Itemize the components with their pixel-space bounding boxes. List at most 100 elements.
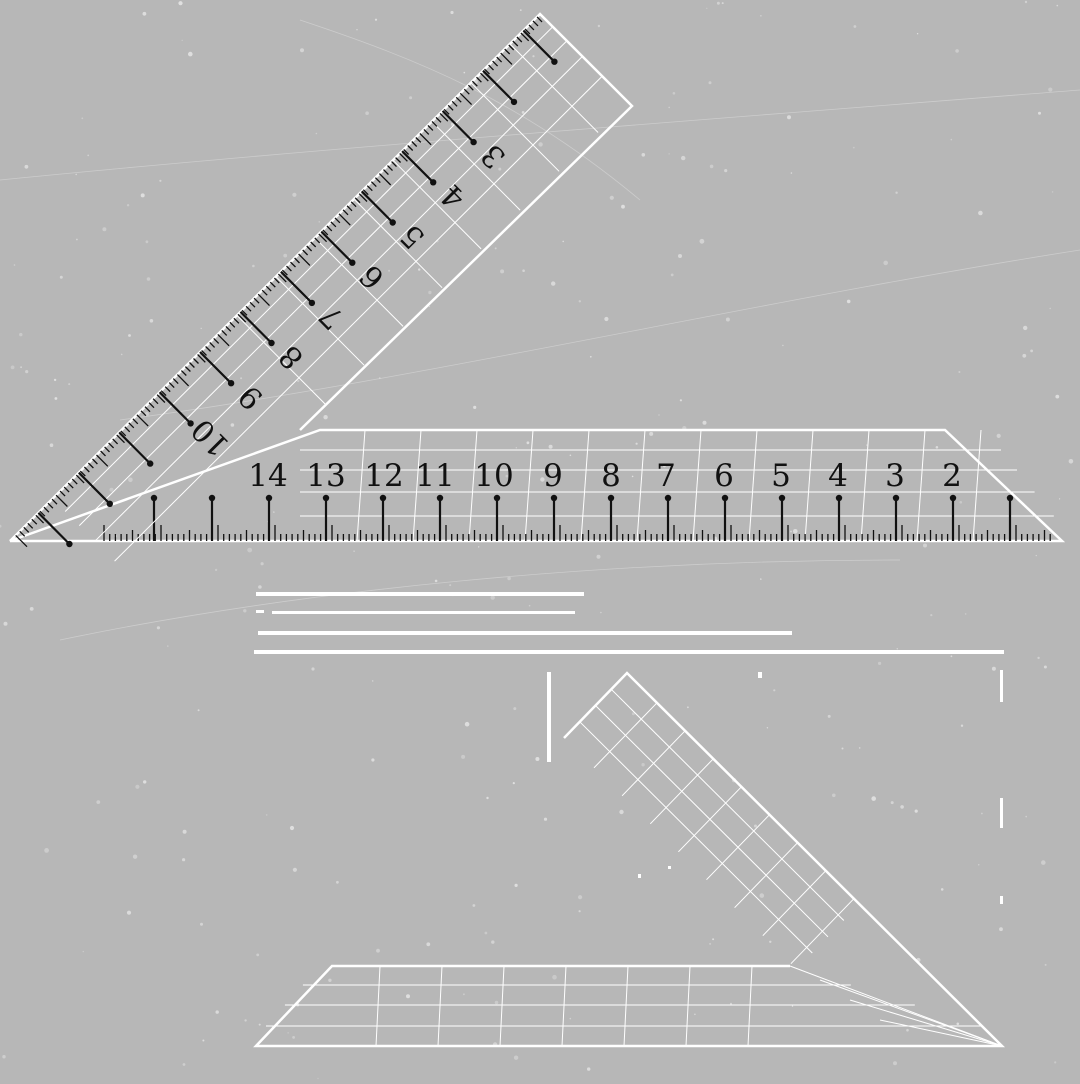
dust-speck [498, 167, 502, 171]
horizontal-ruler-labels: 14 13 12 11 10 9 8 7 6 5 4 3 2 [248, 458, 962, 494]
d-minor-tick [516, 36, 523, 43]
dust-speck [532, 55, 535, 58]
dust-speck [709, 164, 714, 169]
d-minor-tick [221, 329, 228, 336]
d-minor-tick [120, 430, 127, 437]
d-minor-tick [87, 462, 94, 469]
dust-speck [3, 621, 8, 626]
uv-strips [254, 592, 1004, 904]
dust-speck [260, 562, 264, 566]
uv-strip [258, 631, 792, 635]
dust-speck [883, 260, 888, 266]
d-minor-tick [209, 341, 216, 348]
h-label: 10 [474, 458, 513, 494]
dust-speck [240, 377, 243, 380]
h-label: 5 [771, 458, 791, 494]
dust-speck [832, 793, 836, 798]
d-tick-dot [308, 299, 316, 307]
dust-speck [950, 655, 953, 658]
d-minor-tick [528, 24, 535, 31]
h-label: 6 [714, 458, 734, 494]
d-major-tick [199, 351, 232, 384]
d-minor-tick [156, 394, 166, 403]
dust-speck [1022, 353, 1027, 358]
d-minor-tick [322, 229, 329, 236]
d-minor-tick [241, 309, 248, 316]
l-grid-line [762, 870, 827, 937]
d-minor-tick [302, 249, 309, 256]
dust-speck [53, 378, 57, 382]
h-tick-dot [721, 494, 729, 502]
dust-speck [371, 758, 375, 762]
dust-speck [730, 1002, 732, 1005]
d-major-tick [78, 471, 111, 505]
dust-speck [145, 240, 149, 244]
d-major-tick [320, 230, 354, 264]
d-minor-tick [116, 434, 125, 444]
dust-speck [1048, 87, 1053, 92]
d-grid-line [314, 237, 404, 327]
dust-speck [519, 9, 522, 12]
dust-speck [600, 611, 602, 614]
dust-speck [507, 576, 511, 581]
dust-speck [49, 443, 54, 448]
dust-speck [292, 192, 297, 197]
d-minor-tick [253, 297, 260, 304]
dust-speck [866, 444, 868, 446]
h-label: 8 [601, 458, 621, 494]
d-minor-tick [488, 64, 494, 71]
dust-speck [182, 829, 187, 834]
dust-speck [841, 747, 844, 750]
dust-speck [619, 809, 624, 815]
d-label: 10 [185, 411, 237, 463]
dust-speck [371, 680, 374, 682]
h-tick-dot [493, 494, 501, 502]
horizontal-ruler: 14 13 12 11 10 9 8 7 6 5 4 3 2 [9, 428, 1066, 543]
dust-speck [490, 595, 495, 600]
d-minor-tick [71, 478, 78, 485]
dust-speck [999, 927, 1003, 932]
dust-speck [1022, 325, 1028, 331]
dust-speck [552, 974, 557, 980]
dust-speck [540, 477, 545, 482]
h-grid-line [468, 429, 478, 542]
dust-speck [641, 763, 645, 767]
d-minor-tick [75, 474, 85, 484]
dust-speck [956, 1022, 960, 1026]
dust-speck [1055, 394, 1060, 399]
h-tick-dot [379, 494, 387, 502]
dust-speck [356, 29, 358, 31]
h-label: 13 [306, 458, 345, 494]
d-label: 9 [232, 378, 270, 416]
diagonal-ruler-outline [9, 12, 634, 542]
dust-speck [336, 880, 339, 884]
d-minor-tick [387, 165, 393, 172]
d-grid-line [275, 276, 365, 366]
dust-speck [75, 173, 77, 176]
dust-speck [658, 414, 660, 416]
dust-speck [178, 1, 183, 6]
d-minor-tick [326, 225, 333, 232]
d-minor-tick [245, 305, 252, 312]
h-grid-line [580, 429, 590, 542]
dust-speck [526, 441, 530, 445]
d-grid-line [509, 43, 599, 133]
dust-speck [215, 1010, 219, 1014]
dust-speck [958, 371, 961, 373]
dust-speck [535, 757, 540, 761]
d-minor-tick [419, 133, 432, 146]
d-minor-tick [391, 161, 397, 168]
dust-speck [1024, 0, 1028, 4]
dust-speck [409, 96, 413, 100]
dust-speck [687, 706, 689, 709]
dust-speck [668, 106, 670, 109]
d-minor-tick [79, 470, 86, 477]
d-tick-dot [187, 420, 194, 427]
dust-speck [668, 153, 670, 155]
dust-speck [1044, 963, 1047, 966]
l-grid-line [623, 965, 629, 1047]
dust-speck [914, 809, 918, 813]
dust-speck [25, 370, 29, 374]
uv-strip [668, 866, 671, 869]
